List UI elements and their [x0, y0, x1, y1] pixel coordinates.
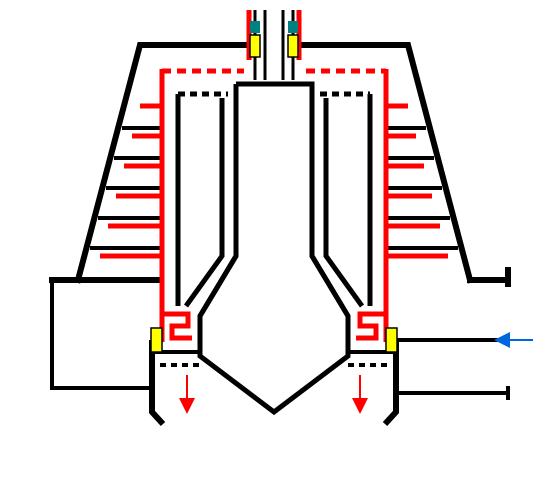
neck-seal-right: [287, 34, 299, 58]
neck-seal-left: [249, 34, 261, 58]
right-fins-red: [386, 103, 448, 259]
red-heating-jacket: [159, 10, 389, 342]
lower-platforms: [152, 350, 396, 367]
lower-right-wall: [382, 340, 399, 427]
left-fins-black: [90, 126, 160, 250]
insulation-right-inner: [323, 98, 365, 308]
left-side-box: [50, 278, 152, 390]
neck-cap-right: [288, 21, 298, 33]
crucible-outline: [197, 81, 351, 416]
lower-seal-left: [150, 327, 163, 353]
right-outlet-pipe: [396, 338, 510, 400]
lower-left-wall: [149, 340, 166, 427]
neck-cap-left: [250, 21, 260, 33]
insulation-left-inner: [183, 98, 225, 308]
inner-insulation-left: [175, 84, 239, 318]
housing-top-right-wall: [297, 42, 474, 284]
jacket-bottom-right-loop: [356, 311, 386, 341]
left-box-outline: [50, 278, 152, 390]
housing-top-left-wall: [74, 42, 253, 284]
right-fins-black: [388, 126, 458, 250]
left-fins-red: [100, 103, 162, 259]
lower-walls: [149, 340, 399, 427]
jacket-bottom-left-loop: [162, 311, 192, 341]
lower-seal-right: [385, 327, 398, 353]
inner-insulation-right: [309, 84, 373, 318]
central-crucible: [197, 81, 351, 416]
